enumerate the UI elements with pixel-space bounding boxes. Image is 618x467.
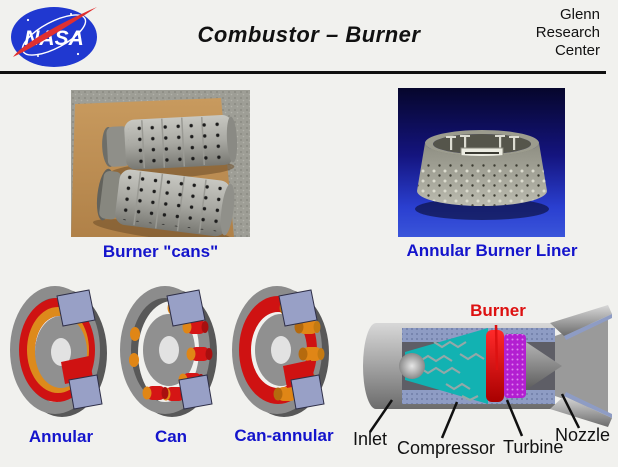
engine-cutaway-diagram: [350, 292, 616, 467]
burner-leader-line: [494, 324, 499, 371]
annular-burner-liner-photo: [398, 88, 565, 237]
inlet-label: Inlet: [353, 429, 388, 449]
burner-cans-photo: [71, 90, 250, 237]
org-line: Glenn: [559, 6, 600, 23]
nasa-logo-icon: NASA: [8, 4, 100, 70]
compressor-label: Compressor: [397, 438, 496, 458]
nozzle-label: Nozzle: [555, 425, 611, 445]
nozzle-leader-line: [560, 393, 581, 429]
header-divider: [0, 71, 606, 74]
can-annular-label: Can-annular: [234, 426, 334, 445]
burner-cans-caption: Burner "cans": [102, 242, 219, 261]
inlet-leader-line: [368, 399, 394, 433]
annular-label: Annular: [28, 427, 94, 446]
org-line: Center: [554, 42, 600, 59]
turbine-leader-line: [505, 399, 524, 437]
turbine-label: Turbine: [503, 437, 564, 457]
compressor-leader-line: [440, 401, 459, 439]
burner-label: Burner: [470, 301, 526, 320]
can-annular-combustor-diagram: [225, 276, 343, 424]
org-line: Research: [535, 24, 600, 41]
nasa-logo-text: NASA: [24, 27, 84, 50]
org-name: Glenn Research Center: [480, 6, 600, 60]
page-title: Combustor – Burner: [197, 22, 421, 47]
can-combustor-diagram: [115, 276, 227, 424]
annular-combustor-diagram: [5, 276, 117, 424]
can-label: Can: [154, 427, 188, 446]
annular-burner-liner-caption: Annular Burner Liner: [406, 241, 578, 260]
